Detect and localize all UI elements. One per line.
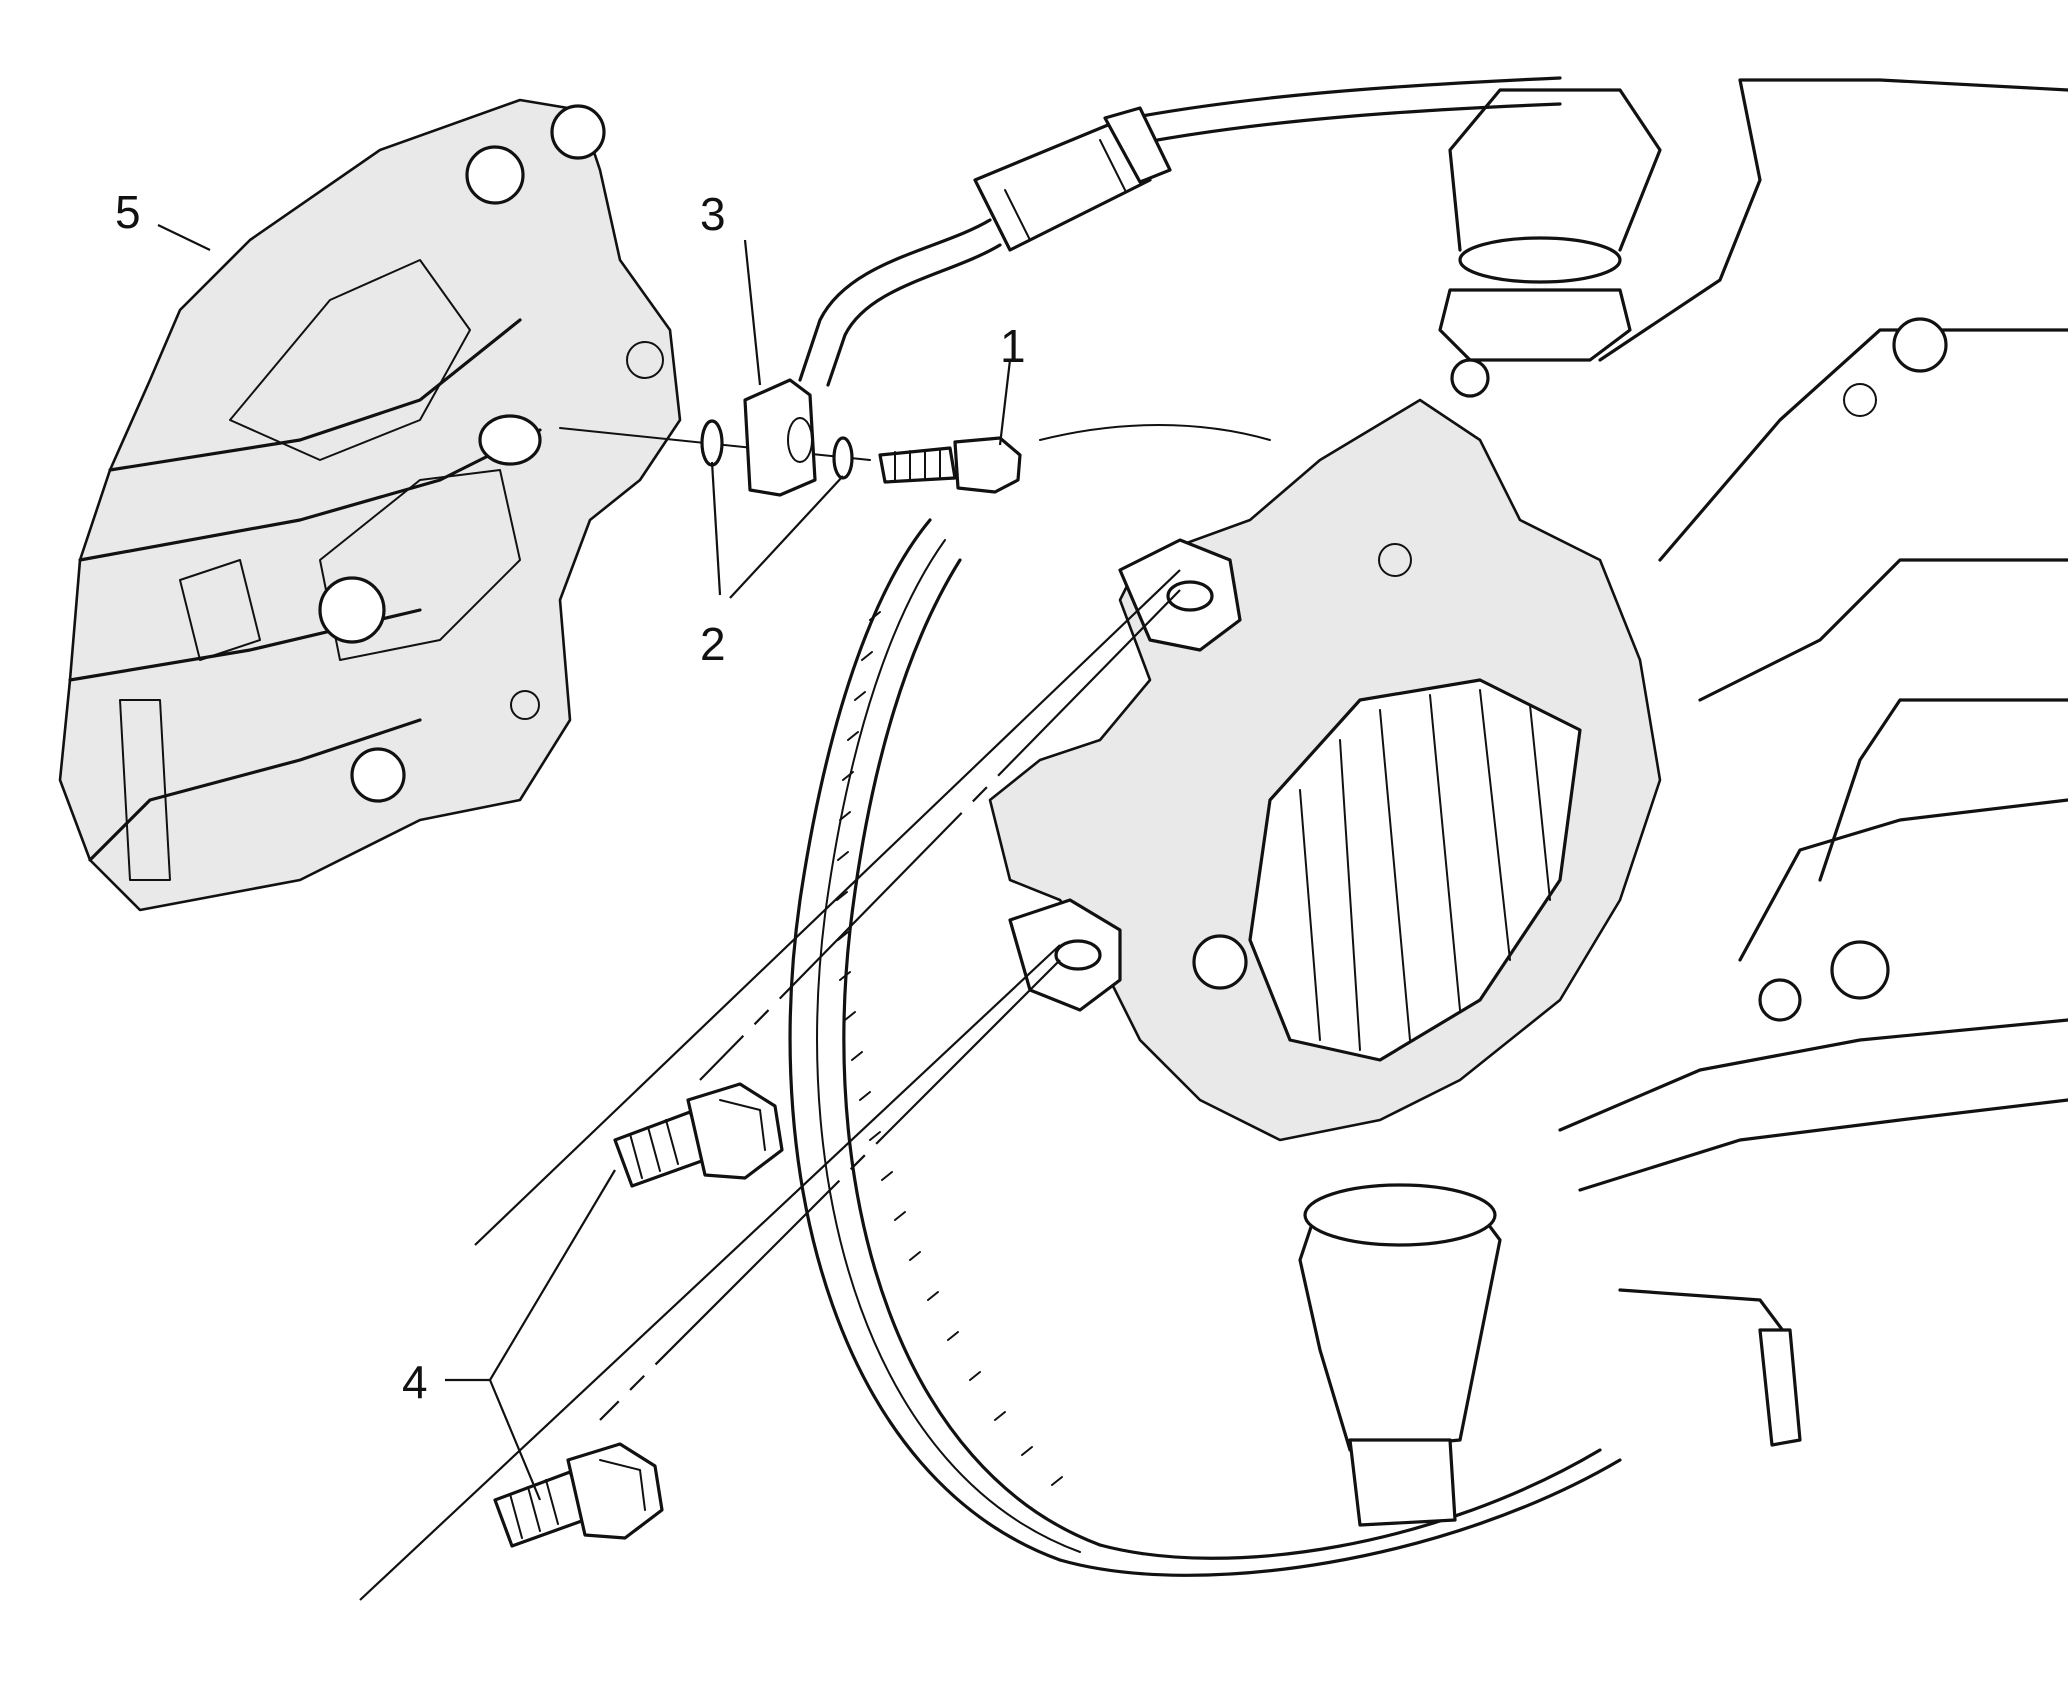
leader-lines [157,224,1181,1601]
cv-boot [1248,678,1582,1062]
callout-labels: 1 2 3 4 5 [115,186,1026,1408]
sealing-washer-left [700,419,724,467]
callout-3: 3 [700,188,726,240]
callout-2: 2 [700,618,726,670]
rotor-vanes [836,611,1063,1486]
banjo-fitting [743,378,817,497]
banjo-bolt-assembly [559,378,1022,497]
brake-hose [798,76,1562,387]
callout-5: 5 [115,186,141,238]
banjo-bolt [878,446,957,484]
callout-4: 4 [402,1356,428,1408]
steering-knuckle [988,78,2068,1527]
callout-1: 1 [1000,320,1026,372]
caliper-mounting-bolts [493,1082,784,1548]
brake-caliper [58,98,682,912]
sealing-washer-right [832,436,854,480]
